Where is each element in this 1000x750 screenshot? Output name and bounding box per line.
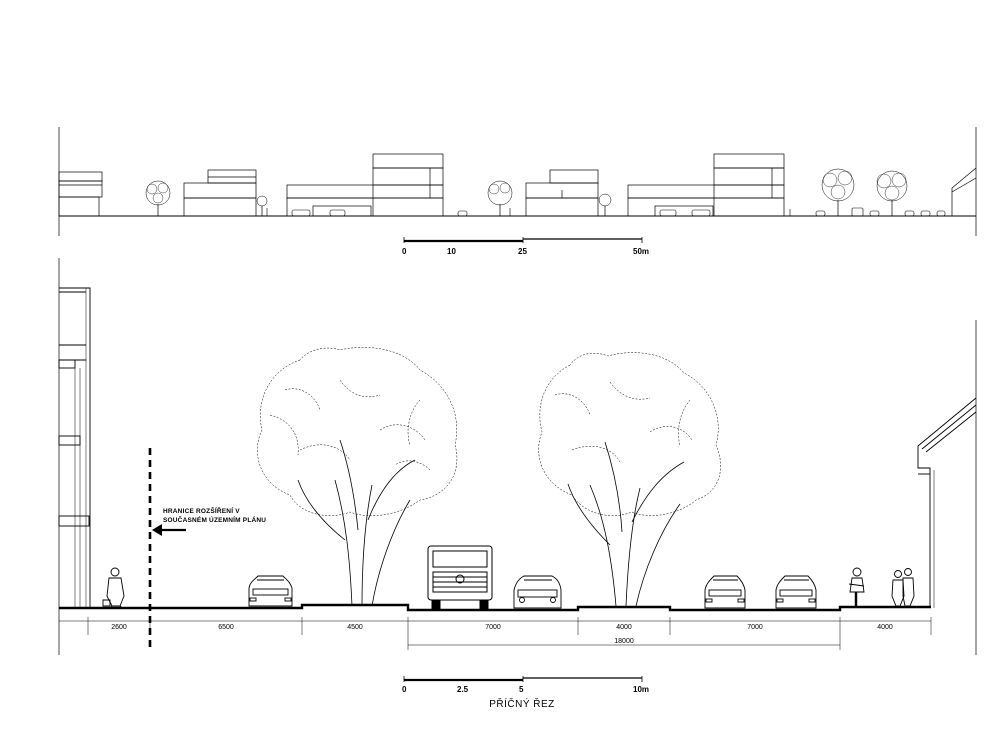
elevation-gable-house — [951, 167, 977, 216]
pedestrian-figure — [102, 567, 125, 609]
overall-dimension-label: 18000 — [614, 638, 634, 645]
dimension-labels: 2600 6500 4500 7000 4000 7000 4000 18000 — [111, 624, 893, 645]
elevation-scale-bar: 0 10 25 50m — [402, 237, 649, 256]
elevation-building — [627, 153, 785, 217]
section-car — [704, 575, 746, 609]
boundary-note-line-2: SOUČASNÉM ÚZEMNÍM PLÁNU — [163, 515, 266, 524]
elevation-tree — [487, 180, 513, 216]
street-elevation — [58, 127, 977, 236]
elevation-scale-label-10: 10 — [447, 247, 456, 256]
cross-section — [58, 258, 977, 655]
elevation-scale-label-50m: 50m — [633, 247, 649, 256]
dimension-label: 7000 — [747, 624, 763, 631]
section-scale-bar: 0 2.5 5 10m — [402, 676, 649, 694]
section-car — [513, 575, 562, 609]
section-car — [775, 575, 817, 609]
dimension-label: 2600 — [111, 624, 127, 631]
dimension-label: 4500 — [347, 624, 363, 631]
boundary-arrow — [152, 524, 186, 536]
dimension-label: 4000 — [616, 624, 632, 631]
pedestrian-group — [891, 568, 915, 607]
section-scale-label-10m: 10m — [633, 685, 649, 694]
elevation-scale-label-25: 25 — [518, 247, 527, 256]
elevation-small-tree — [598, 193, 612, 216]
section-scale-label-0: 0 — [402, 685, 407, 694]
cyclist-figure — [848, 567, 865, 606]
elevation-building — [183, 169, 257, 217]
section-left-building — [58, 287, 91, 608]
elevation-tree — [821, 168, 855, 216]
section-right-building — [917, 397, 977, 608]
boundary-note-line-1: HRANICE ROZŠÍŘENÍ V — [163, 506, 240, 515]
section-title: PŘÍČNÝ ŘEZ — [489, 697, 555, 710]
dimension-label: 4000 — [877, 624, 893, 631]
section-scale-label-5: 5 — [519, 685, 524, 694]
section-ground-profile — [59, 603, 931, 612]
dimension-label: 6500 — [218, 624, 234, 631]
section-car — [248, 575, 293, 607]
elevation-tree — [145, 180, 171, 216]
elevation-small-tree — [256, 195, 268, 216]
elevation-scale-label-0: 0 — [402, 247, 407, 256]
section-truck — [427, 545, 493, 610]
dimension-label: 7000 — [485, 624, 501, 631]
dimension-line — [59, 617, 932, 650]
street-tree-right — [538, 352, 721, 607]
section-scale-label-2-5: 2.5 — [457, 685, 469, 694]
elevation-cars — [266, 207, 946, 217]
elevation-building — [525, 169, 599, 217]
elevation-building — [286, 153, 444, 217]
street-tree-left — [257, 347, 458, 607]
elevation-building — [58, 171, 103, 217]
elevation-tree — [876, 170, 908, 216]
